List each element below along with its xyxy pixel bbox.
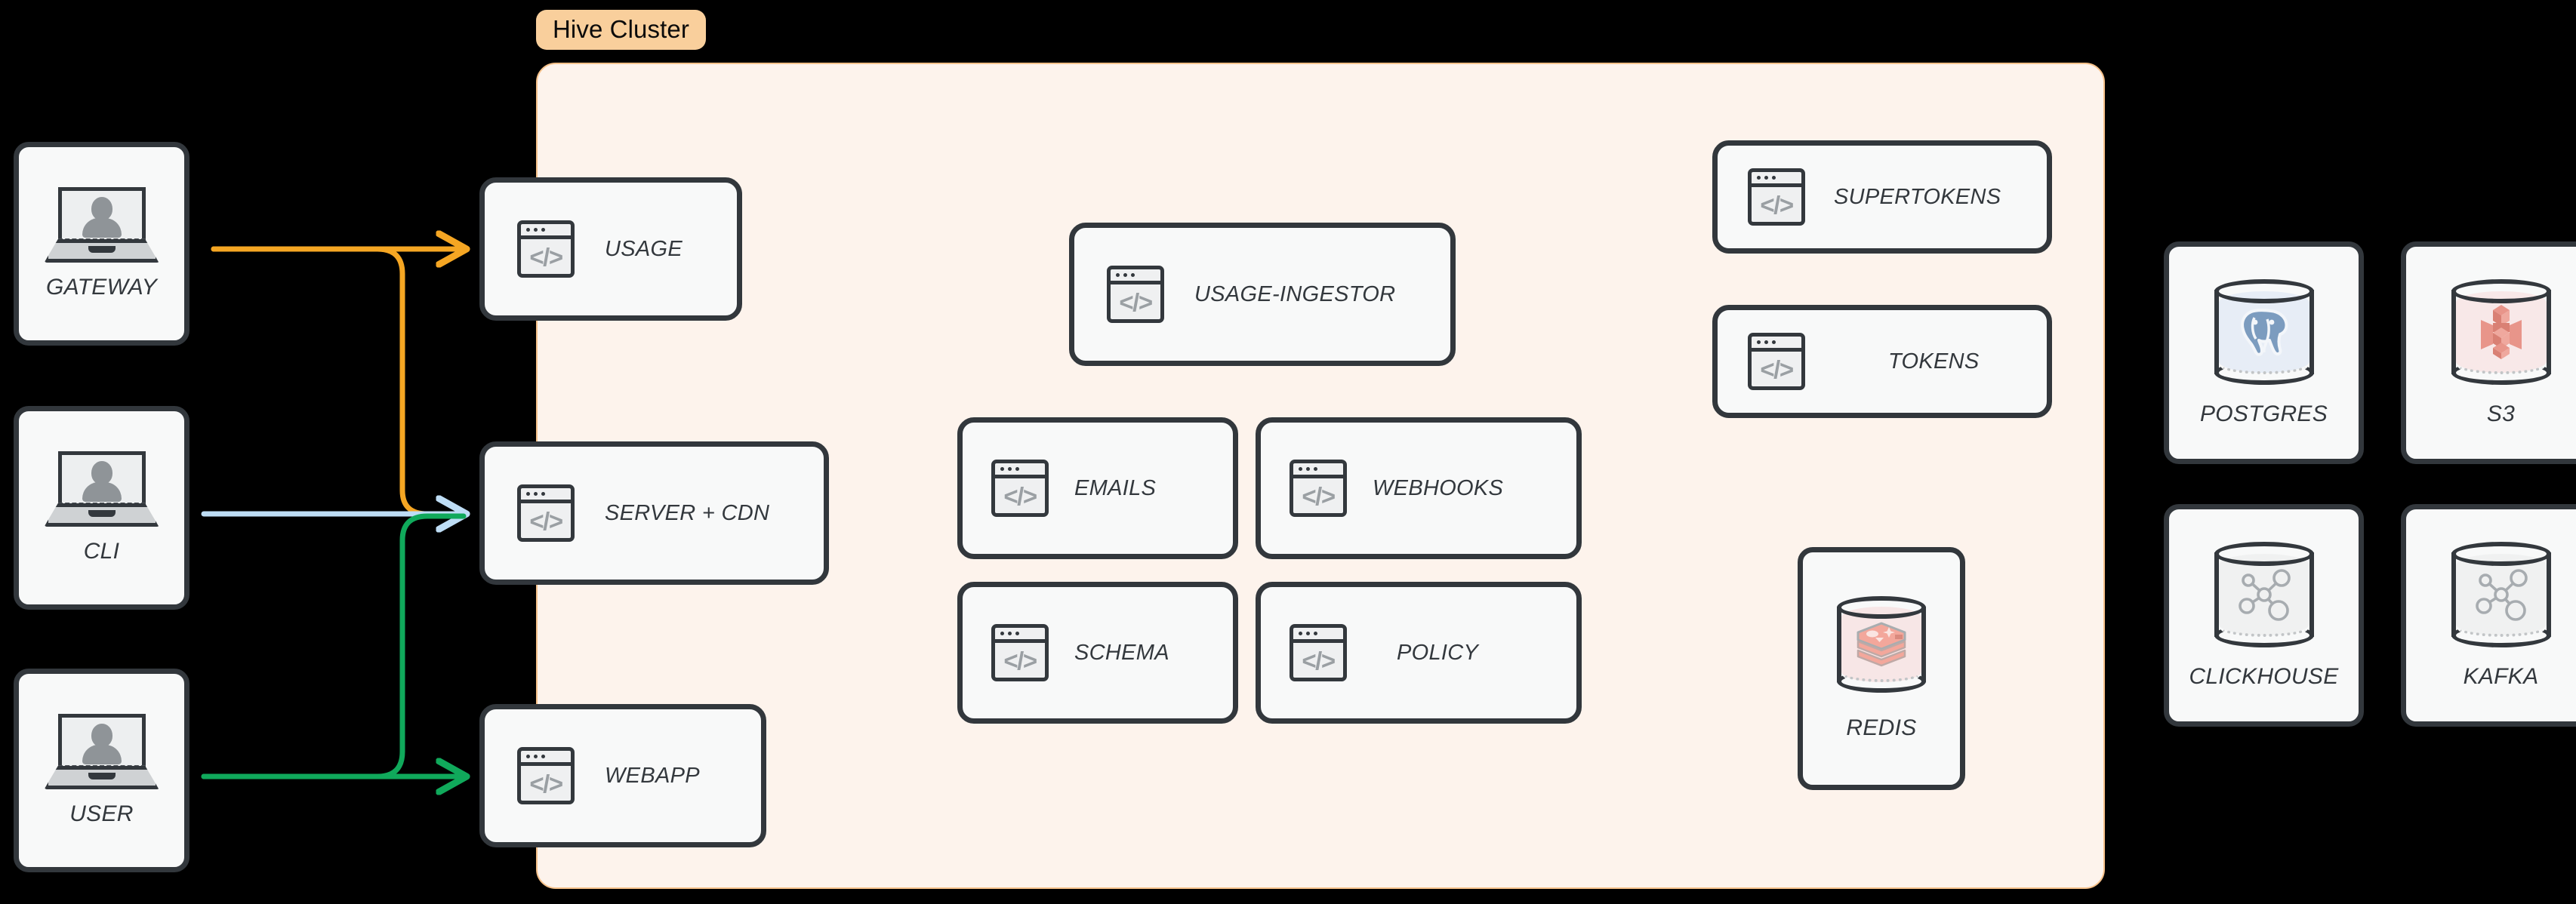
postgres-cylinder-icon bbox=[2214, 278, 2314, 385]
laptop-user-icon bbox=[44, 714, 159, 789]
code-window-icon: </> bbox=[1290, 460, 1347, 517]
service-card-usage[interactable]: </> USAGE bbox=[479, 177, 742, 321]
datastore-label-s3: S3 bbox=[2486, 401, 2516, 426]
service-card-supertokens[interactable]: </> SUPERTOKENS bbox=[1712, 140, 2052, 254]
datastore-card-kafka[interactable]: KAFKA bbox=[2401, 504, 2576, 727]
service-label-webhooks: WEBHOOKS bbox=[1373, 475, 1504, 500]
datastore-label-clickhouse: CLICKHOUSE bbox=[2189, 663, 2339, 689]
service-card-tokens[interactable]: </> TOKENS bbox=[1712, 305, 2052, 418]
service-card-webapp[interactable]: </> WEBAPP bbox=[479, 704, 766, 847]
datastore-card-clickhouse[interactable]: CLICKHOUSE bbox=[2164, 504, 2364, 727]
service-card-policy[interactable]: </> POLICY bbox=[1256, 582, 1582, 724]
client-card-cli[interactable]: CLI bbox=[14, 406, 190, 610]
code-window-icon: </> bbox=[517, 747, 575, 804]
connector-gateway-to-server-cdn bbox=[211, 246, 467, 517]
datastore-label-kafka: KAFKA bbox=[2463, 663, 2539, 689]
client-label-cli: CLI bbox=[83, 539, 120, 564]
datastore-label-postgres: POSTGRES bbox=[2199, 401, 2328, 426]
service-label-tokens: TOKENS bbox=[1888, 349, 1980, 374]
graph-cylinder-icon bbox=[2214, 541, 2314, 647]
service-label-policy: POLICY bbox=[1397, 640, 1479, 665]
laptop-user-icon bbox=[44, 451, 159, 527]
service-label-usage: USAGE bbox=[605, 236, 683, 261]
datastore-label-redis: REDIS bbox=[1846, 715, 1917, 740]
s3-cylinder-icon bbox=[2451, 278, 2551, 385]
code-window-icon: </> bbox=[1748, 333, 1805, 390]
connector-user-to-server-cdn bbox=[201, 513, 467, 779]
service-label-supertokens: SUPERTOKENS bbox=[1834, 184, 2001, 209]
code-window-icon: </> bbox=[991, 460, 1049, 517]
client-label-user: USER bbox=[69, 801, 134, 826]
datastore-card-s3[interactable]: S3 bbox=[2401, 241, 2576, 464]
service-label-emails: EMAILS bbox=[1074, 475, 1157, 500]
service-card-server-cdn[interactable]: </> SERVER + CDN bbox=[479, 441, 829, 585]
s3-bucket-glyph bbox=[2480, 304, 2522, 359]
redis-layers-glyph bbox=[1857, 622, 1906, 667]
node-graph-glyph bbox=[2475, 568, 2528, 621]
client-card-user[interactable]: USER bbox=[14, 669, 190, 872]
code-window-icon: </> bbox=[1290, 624, 1347, 681]
code-window-icon: </> bbox=[517, 484, 575, 542]
service-card-schema[interactable]: </> SCHEMA bbox=[957, 582, 1238, 724]
datastore-card-postgres[interactable]: POSTGRES bbox=[2164, 241, 2364, 464]
client-card-gateway[interactable]: GATEWAY bbox=[14, 142, 190, 346]
datastore-card-redis[interactable]: REDIS bbox=[1798, 547, 1965, 790]
hive-cluster-badge: Hive Cluster bbox=[536, 10, 706, 50]
laptop-user-icon bbox=[44, 187, 159, 263]
service-label-schema: SCHEMA bbox=[1074, 640, 1169, 665]
service-label-server-cdn: SERVER + CDN bbox=[605, 500, 770, 525]
code-window-icon: </> bbox=[1107, 266, 1164, 323]
service-label-webapp: WEBAPP bbox=[605, 763, 700, 788]
code-window-icon: </> bbox=[517, 220, 575, 278]
redis-cylinder-icon bbox=[1837, 596, 1926, 693]
service-card-emails[interactable]: </> EMAILS bbox=[957, 417, 1238, 559]
service-label-usage-ingestor: USAGE-INGESTOR bbox=[1194, 281, 1396, 306]
node-graph-glyph bbox=[2238, 568, 2291, 621]
postgres-elephant-glyph bbox=[2240, 308, 2288, 356]
service-card-webhooks[interactable]: </> WEBHOOKS bbox=[1256, 417, 1582, 559]
code-window-icon: </> bbox=[1748, 168, 1805, 226]
code-window-icon: </> bbox=[991, 624, 1049, 681]
service-card-usage-ingestor[interactable]: </> USAGE-INGESTOR bbox=[1069, 223, 1456, 366]
client-label-gateway: GATEWAY bbox=[45, 275, 158, 300]
graph-cylinder-icon bbox=[2451, 541, 2551, 647]
